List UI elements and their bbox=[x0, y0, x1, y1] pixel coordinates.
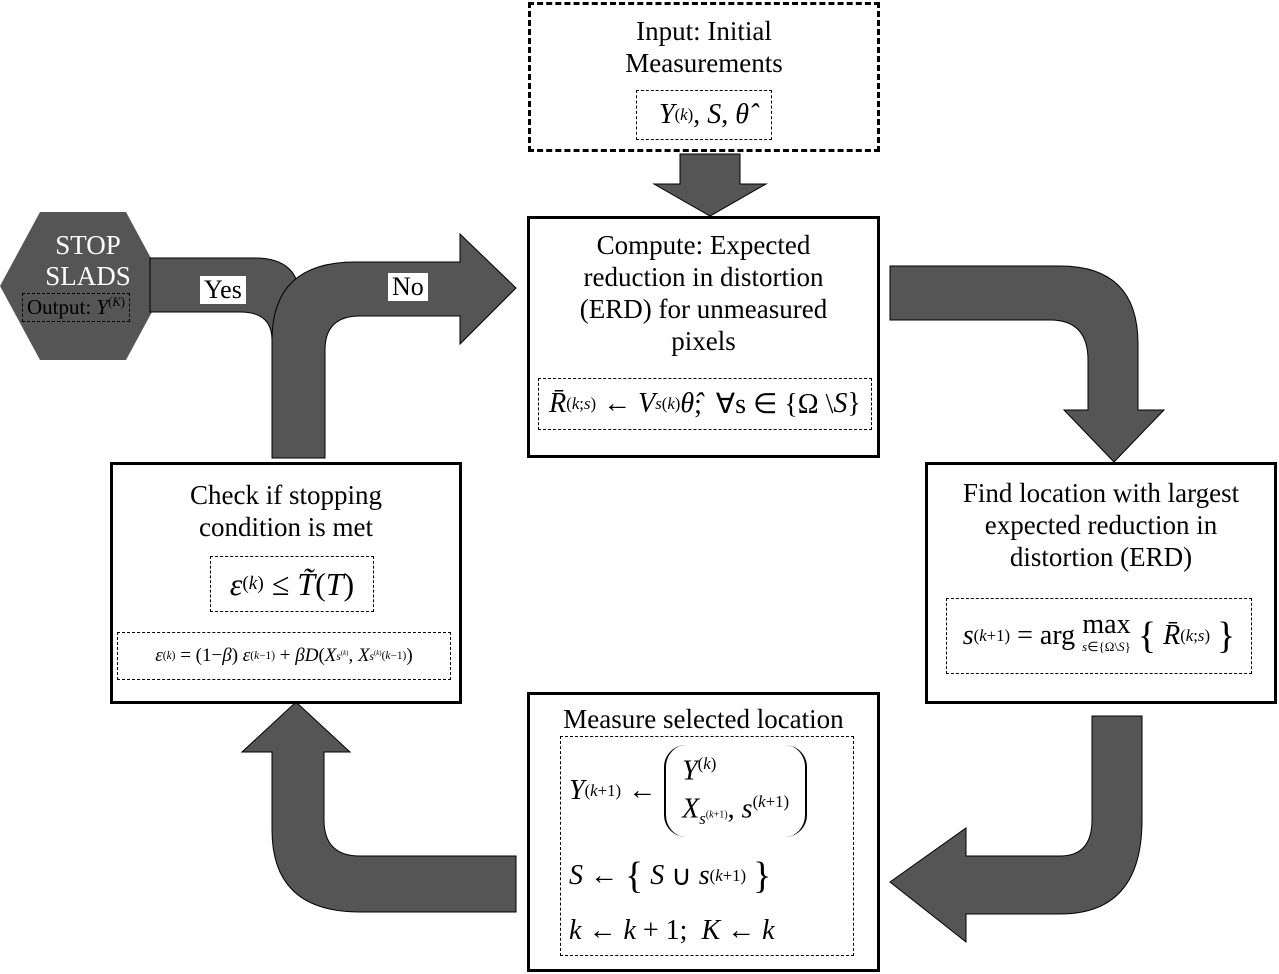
measure-eq-vector: Y(k) Xs(k+1), s(k+1) bbox=[664, 745, 808, 838]
check-title: Check if stopping condition is met bbox=[190, 480, 382, 542]
check-box: Check if stopping condition is met bbox=[110, 462, 462, 704]
measure-box: Measure selected location bbox=[527, 692, 880, 972]
no-label: No bbox=[388, 273, 428, 301]
compute-to-find-arrow bbox=[889, 265, 1166, 463]
measure-to-check-arrow bbox=[240, 701, 517, 913]
find-to-measure-arrow bbox=[889, 715, 1143, 944]
compute-title: Compute: Expected reduction in distortio… bbox=[579, 230, 828, 356]
yes-label: Yes bbox=[200, 276, 246, 304]
measure-eq-line3: k ← k + 1; K ← k bbox=[569, 914, 775, 946]
stop-hexagon bbox=[0, 212, 166, 360]
find-title: Find location with largest expected redu… bbox=[962, 478, 1240, 572]
input-title: Input: Initial Measurements bbox=[625, 16, 783, 78]
measure-eq-line2: S ← { S ∪ s(k+1) } bbox=[569, 854, 772, 897]
no-arrow bbox=[271, 232, 517, 459]
stop-title: STOP SLADS bbox=[45, 230, 131, 291]
compute-box: Compute: Expected reduction in distortio… bbox=[527, 216, 880, 458]
check-main-equation: ε(k) ≤ T̃(T) bbox=[210, 556, 374, 612]
measure-eq-line1: Y(k+1) ← Y(k) Xs(k+1), s(k+1) bbox=[569, 745, 808, 838]
input-equation: Y(k), S, θ̂ bbox=[636, 90, 772, 140]
measure-title: Measure selected location bbox=[563, 704, 844, 734]
stop-output-equation: Output: Y(K) bbox=[22, 293, 130, 322]
input-box: Input: Initial Measurements bbox=[528, 2, 880, 152]
find-box: Find location with largest expected redu… bbox=[925, 462, 1277, 704]
measure-equation: Y(k+1) ← Y(k) Xs(k+1), s(k+1) S ← { S ∪ … bbox=[560, 736, 854, 956]
input-to-compute-arrow bbox=[652, 153, 768, 217]
